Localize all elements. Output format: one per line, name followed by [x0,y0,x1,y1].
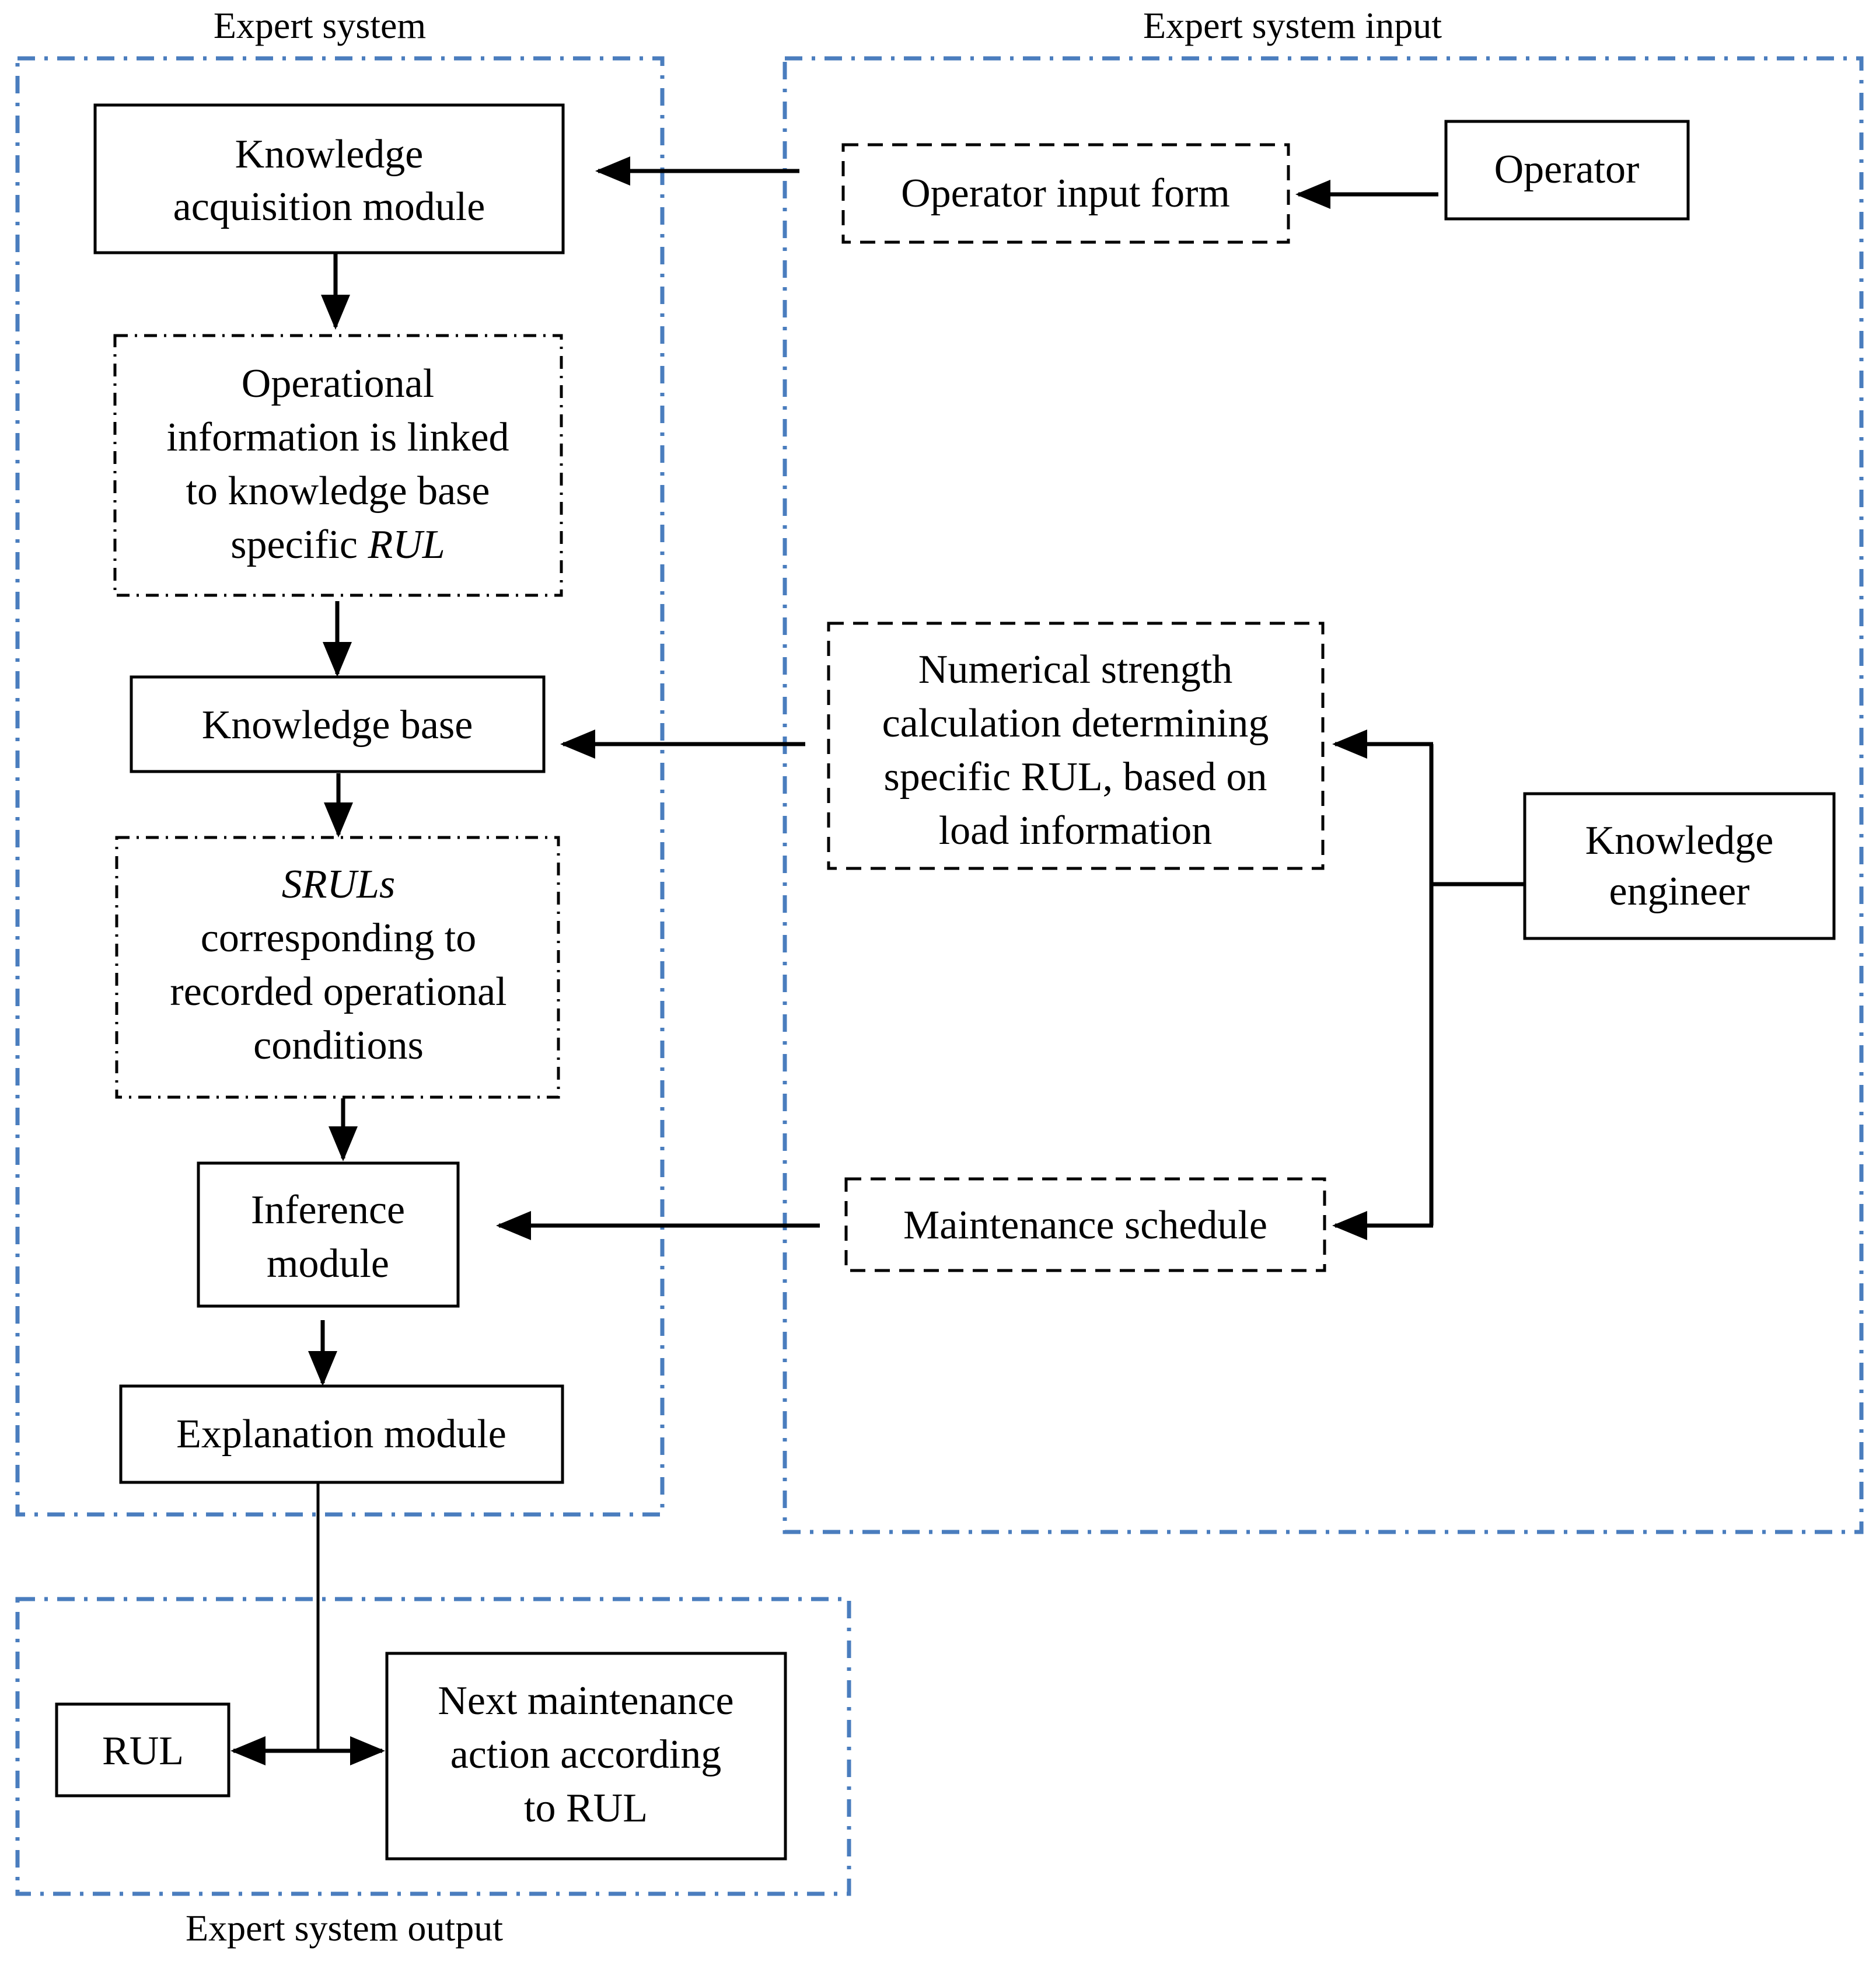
inference-module-box: Inference module [197,1161,460,1308]
knowledge-acquisition-module-box: Knowledge acquisition module [93,103,565,254]
next-action-line-1: Next maintenance [438,1678,733,1723]
operational-information-box: Operational information is linked to kno… [113,334,563,597]
expert-system-input-title: Expert system input [1143,5,1442,46]
numerical-line-1: Numerical strength [918,647,1232,692]
expert-system-region [15,56,665,1517]
knowledge-engineer-box: Knowledge engineer [1523,792,1836,940]
expert-system-output-title: Expert system output [186,1907,503,1949]
operational-info-line-1: Operational [242,361,434,406]
maintenance-schedule-label: Maintenance schedule [903,1203,1267,1248]
operator-input-form-box: Operator input form [841,143,1290,244]
srul-line-2: corresponding to [201,916,476,961]
numerical-strength-box: Numerical strength calculation determini… [827,622,1325,870]
expert-system-input-region [782,56,1864,1534]
next-action-line-3: to RUL [524,1786,648,1831]
operator-input-form-label: Operator input form [901,171,1230,216]
explanation-module-box: Explanation module [119,1384,564,1484]
explanation-label: Explanation module [176,1412,506,1457]
srul-box: SRULs corresponding to recorded operatio… [115,836,560,1099]
expert-system-title: Expert system [214,5,426,46]
rul-box: RUL [55,1702,230,1798]
next-action-line-2: action according [450,1732,722,1777]
knowledge-engineer-line-1: Knowledge [1585,818,1774,863]
knowledge-acquisition-label-line-1: Knowledge [235,132,424,177]
srul-line-4: conditions [253,1023,424,1068]
operational-info-line-2: information is linked [166,415,509,460]
numerical-line-2: calculation determining [882,701,1269,746]
srul-line-1: SRULs [282,862,395,907]
operational-info-specific-text: specific [230,522,368,567]
operator-box: Operator [1444,120,1690,221]
numerical-line-4: load information [939,808,1213,853]
rul-label: RUL [102,1729,184,1774]
inference-label-line-2: module [267,1241,389,1286]
knowledge-base-box: Knowledge base [130,675,546,773]
inference-label-line-1: Inference [251,1188,405,1233]
knowledge-engineer-line-2: engineer [1609,869,1750,914]
knowledge-base-label: Knowledge base [202,703,473,748]
maintenance-schedule-box: Maintenance schedule [844,1177,1326,1272]
operator-label: Operator [1494,147,1640,192]
expert-system-output-region [15,1597,851,1896]
operational-info-rul-text: RUL [367,522,445,567]
numerical-line-3: specific RUL, based on [883,755,1267,800]
knowledge-acquisition-label-line-2: acquisition module [173,184,485,229]
srul-line-3: recorded operational [170,969,506,1014]
operational-info-line-3: to knowledge base [186,469,490,514]
operational-info-line-4: specific RUL [230,522,445,567]
next-maintenance-action-box: Next maintenance action according to RUL [385,1652,787,1861]
